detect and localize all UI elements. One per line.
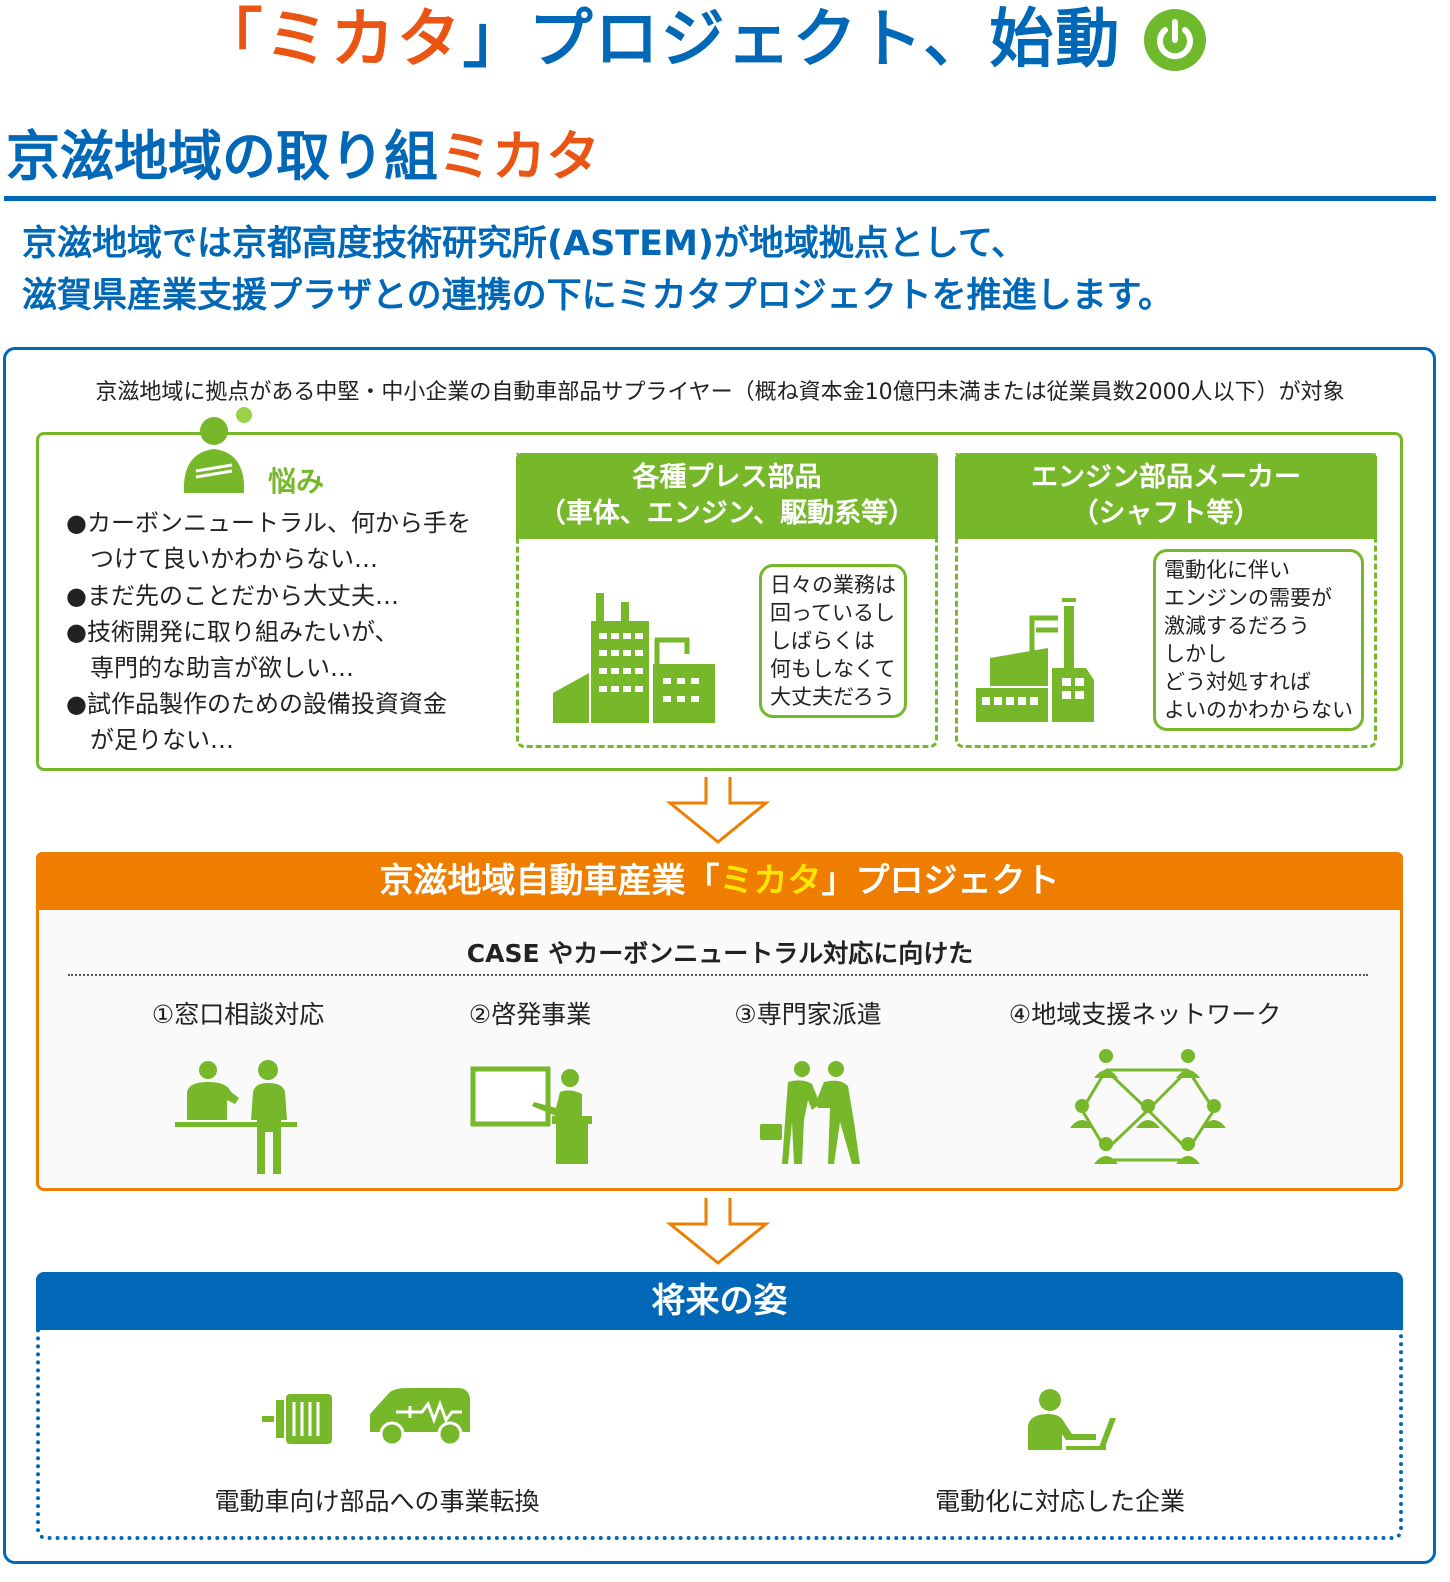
bubble-line: エンジンの需要が <box>1164 586 1332 610</box>
network-icon <box>1070 1049 1226 1164</box>
concern-line: ●試作品製作のための設備投資資金 <box>66 690 447 718</box>
bubble-line: 大丈夫だろう <box>770 685 895 709</box>
concerns-label: 悩み <box>268 465 325 498</box>
concern-line: ●技術開発に取り組みたいが、 <box>66 618 399 646</box>
service-expert-dispatch: ③専門家派遣 <box>734 1000 882 1029</box>
bubble-line: しばらくは <box>770 629 875 653</box>
main-title: 「ミカタ」プロジェクト、始動 <box>0 0 1320 80</box>
project-title-post: 」プロジェクト <box>821 861 1060 901</box>
worried-person-icon <box>183 407 252 493</box>
title-bracket-close: 」 <box>462 3 529 77</box>
section-heading-main: 京滋地域の取り組 <box>6 125 438 188</box>
section-heading: 京滋地域の取り組ミカタ <box>6 122 600 192</box>
title-brand: ミカタ <box>264 3 463 77</box>
concern-line: つけて良いかわからない… <box>66 545 378 573</box>
panel-engine-parts: エンジン部品メーカー （シャフト等） 電動化に伴いエンジンの需要が激減するだろうし… <box>955 453 1377 748</box>
project-title-brand: ミカタ <box>719 861 822 901</box>
panel-title: 各種プレス部品 <box>632 462 822 493</box>
consultation-desk-icon <box>175 1060 297 1174</box>
bubble-line: しかし <box>1164 642 1227 666</box>
panel-header: 各種プレス部品 （車体、エンジン、駆動系等） <box>516 453 938 539</box>
service-awareness: ②啓発事業 <box>468 1000 592 1029</box>
bubble-line: 激減するだろう <box>1164 614 1310 638</box>
handshake-icon <box>760 1061 860 1164</box>
panel-press-parts: 各種プレス部品 （車体、エンジン、駆動系等） 日々の業務は回っているししばらくは何… <box>516 453 938 748</box>
intro-line-2: 滋賀県産業支援プラザとの連携の下にミカタプロジェクトを推進します。 <box>22 276 1174 316</box>
factory-building-icon <box>553 593 715 723</box>
speech-bubble: 電動化に伴いエンジンの需要が激減するだろうしかしどう対処すればよいのかわからない <box>1153 549 1364 731</box>
motor-icon <box>262 1394 332 1444</box>
bubble-line: 日々の業務は <box>770 573 896 597</box>
future-electrified-company-label: 電動化に対応した企業 <box>934 1487 1185 1516</box>
project-header: 京滋地域自動車産業「ミカタ」プロジェクト <box>36 852 1403 910</box>
project-subtitle: CASE やカーボンニュートラル対応に向けた <box>466 939 974 968</box>
concern-line: ●カーボンニュートラル、何から手を <box>66 509 471 537</box>
future-ev-parts-label: 電動車向け部品への事業転換 <box>214 1487 540 1516</box>
bubble-line: どう対処すれば <box>1164 670 1311 694</box>
title-rest: プロジェクト、始動 <box>528 3 1122 77</box>
panel-title: エンジン部品メーカー <box>1031 462 1301 493</box>
future-header: 将来の姿 <box>36 1272 1403 1330</box>
overview-frame <box>3 347 1436 1564</box>
factory-icon <box>976 598 1094 722</box>
electric-car-icon <box>370 1388 470 1447</box>
bubble-line: よいのかわからない <box>1164 698 1353 722</box>
future-box: 将来の姿 <box>36 1272 1403 1540</box>
presentation-icon <box>470 1066 592 1164</box>
concern-line: ●まだ先のことだから大丈夫… <box>66 582 399 610</box>
target-description: 京滋地域に拠点がある中堅・中小企業の自動車部品サプライヤー（概ね資本金10億円未… <box>95 380 1345 405</box>
panel-subtitle: （車体、エンジン、駆動系等） <box>538 498 916 529</box>
project-title-pre: 京滋地域自動車産業「 <box>379 861 720 901</box>
concerns-box <box>36 432 1403 771</box>
bubble-line: 何もしなくて <box>770 657 896 681</box>
panel-header: エンジン部品メーカー （シャフト等） <box>955 453 1377 539</box>
service-network: ④地域支援ネットワーク <box>1008 1000 1282 1029</box>
concern-line: 専門的な助言が欲しい… <box>66 654 354 682</box>
service-consultation: ①窓口相談対応 <box>151 1000 325 1029</box>
dotted-divider <box>68 974 1368 976</box>
person-laptop-icon <box>1028 1389 1116 1450</box>
concern-line: が足りない… <box>66 726 234 754</box>
intro-line-1: 京滋地域では京都高度技術研究所(ASTEM)が地域拠点として、 <box>22 224 1027 264</box>
panel-subtitle: （シャフト等） <box>1071 498 1261 529</box>
section-divider <box>4 196 1436 201</box>
bubble-line: 回っているし <box>770 601 895 625</box>
speech-bubble: 日々の業務は回っているししばらくは何もしなくて大丈夫だろう <box>759 564 907 718</box>
title-bracket-open: 「 <box>198 3 265 77</box>
bubble-line: 電動化に伴い <box>1164 558 1290 582</box>
section-heading-brand: ミカタ <box>438 125 600 188</box>
power-icon <box>1144 9 1206 71</box>
down-arrow-icon <box>666 777 770 844</box>
down-arrow-icon <box>666 1198 770 1265</box>
